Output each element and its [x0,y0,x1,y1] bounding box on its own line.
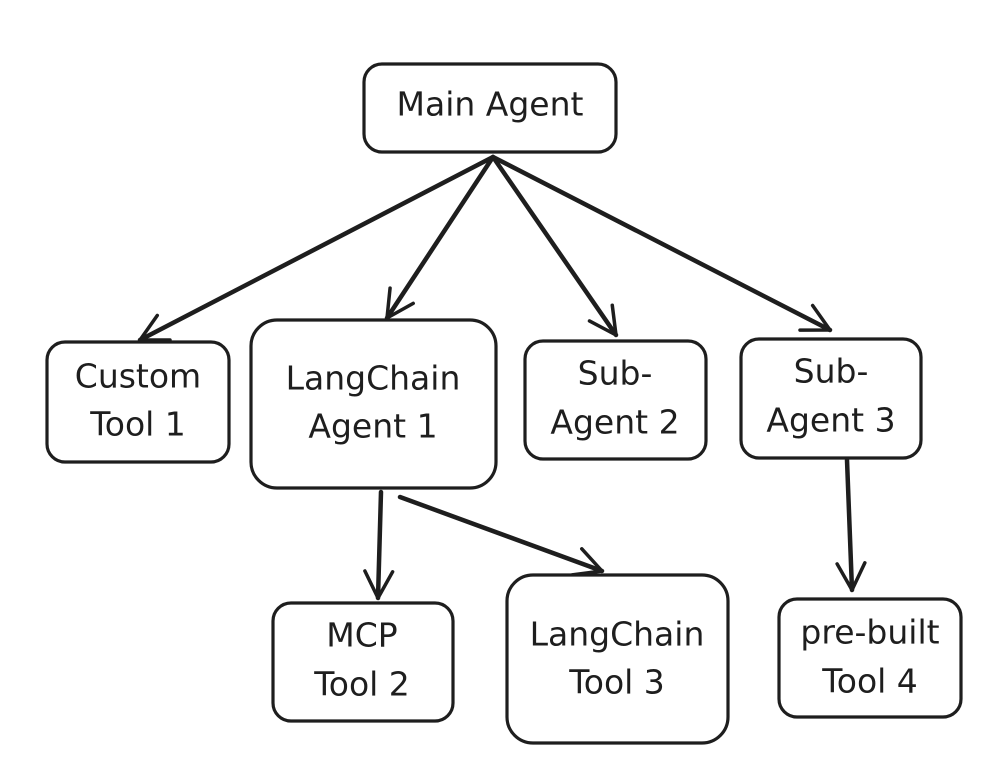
node-main-agent-label-line-1: Main Agent [397,85,584,124]
edge-line [490,154,833,333]
node-sub-agent-3-label-line-1: Sub- [794,352,869,391]
arrowhead-icon [798,303,832,332]
node-prebuilt-tool-4-label-line-1: pre-built [800,613,939,652]
node-langchain-tool-3: LangChain Tool 3 [505,573,730,745]
edge-main-agent-to-sub-agent-2 [490,154,619,338]
node-custom-tool-1-label-line-1: Custom [75,357,201,396]
node-sub-agent-2-label-line-2: Agent 2 [550,403,679,442]
node-mcp-tool-2-label-line-1: MCP [326,616,397,655]
edge-main-agent-to-langchain-agent-1 [384,154,496,321]
node-langchain-tool-3-box [505,573,730,745]
node-langchain-agent-1-box [249,318,498,490]
edge-line [375,489,384,601]
node-mcp-tool-2-label-line-2: Tool 2 [313,665,410,704]
arrowhead-icon [587,303,618,337]
node-main-agent-box [362,62,618,154]
node-prebuilt-tool-4-box [777,597,963,719]
node-langchain-tool-3-label-line-1: LangChain [530,615,705,654]
node-custom-tool-1-label-line-2: Tool 1 [89,405,186,444]
node-langchain-agent-1-label-line-1: LangChain [286,359,461,398]
edge-line [844,457,855,593]
edge-line [384,154,496,321]
node-sub-agent-2-box [523,339,708,461]
arrowhead-icon [835,561,867,592]
edge-line [137,154,496,343]
node-sub-agent-3-box [739,337,923,460]
edge-langchain-agent-1-to-mcp-tool-2 [363,489,395,601]
node-sub-agent-2: Sub- Agent 2 [523,339,708,461]
arrowhead-icon [363,569,395,600]
node-mcp-tool-2-box [271,601,455,723]
node-main-agent: Main Agent [362,62,618,154]
node-mcp-tool-2: MCP Tool 2 [271,601,455,723]
edge-main-agent-to-sub-agent-3 [490,154,833,333]
edge-sub-agent-3-to-prebuilt-tool-4 [835,457,867,593]
arrowhead-icon [138,313,172,342]
node-langchain-agent-1: LangChain Agent 1 [249,318,498,490]
nodes-layer: Main Agent Custom Tool 1 LangChain Agent… [45,62,963,745]
node-langchain-agent-1-label-line-2: Agent 1 [308,407,437,446]
node-custom-tool-1-box [45,340,231,464]
node-langchain-tool-3-label-line-2: Tool 3 [568,663,665,702]
node-sub-agent-3-label-line-2: Agent 3 [766,401,895,440]
arrowhead-icon [385,286,415,320]
edge-langchain-agent-1-to-langchain-tool-3 [397,494,605,577]
node-custom-tool-1: Custom Tool 1 [45,340,231,464]
edge-line [490,154,619,338]
edge-line [397,494,605,574]
node-prebuilt-tool-4: pre-built Tool 4 [777,597,963,719]
edge-main-agent-to-custom-tool-1 [137,154,496,343]
node-sub-agent-3: Sub- Agent 3 [739,337,923,460]
node-sub-agent-2-label-line-1: Sub- [578,354,653,393]
node-prebuilt-tool-4-label-line-2: Tool 4 [821,662,918,701]
